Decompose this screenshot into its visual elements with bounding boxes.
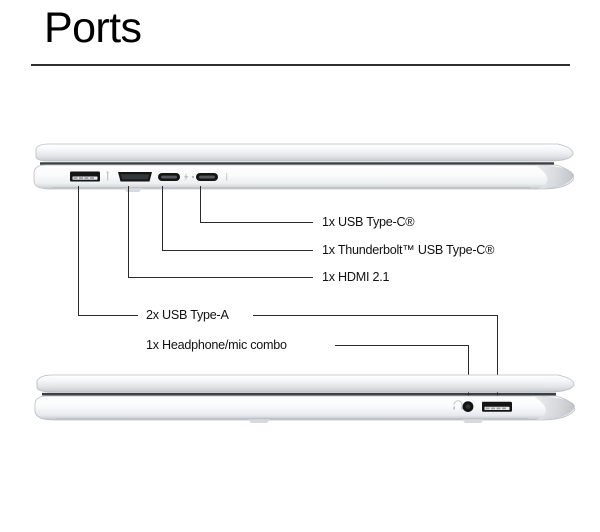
leader-line-usb-a-horizontal — [78, 315, 138, 316]
laptop-foot-right — [462, 419, 484, 423]
page-title: Ports — [44, 4, 142, 52]
callout-text-usb-a: 2x USB Type-A — [146, 308, 229, 322]
port-usb-type-a — [482, 401, 512, 412]
port-headphone-jack — [462, 401, 474, 412]
leader-line-thunderbolt-horizontal — [162, 250, 313, 251]
vent-tick — [226, 173, 228, 181]
laptop-lid — [36, 374, 575, 393]
laptop-foot — [124, 188, 142, 192]
leader-line-usb-a-vertical — [78, 186, 79, 315]
laptop-base — [34, 395, 575, 421]
laptop-hinge-cap — [533, 396, 575, 420]
leader-line-headphone-horizontal — [335, 345, 468, 346]
title-divider — [31, 64, 570, 66]
leader-line-hdmi-vertical — [128, 186, 129, 277]
callout-text-hdmi: 1x HDMI 2.1 — [322, 270, 390, 284]
leader-line-usb-a-right-horizontal — [253, 315, 497, 316]
port-usb-type-c-1 — [158, 173, 180, 181]
callout-label-headphone: 1x Headphone/mic combo — [146, 339, 287, 352]
callout-label-usb-a: 2x USB Type-A — [146, 309, 229, 322]
leader-line-thunderbolt-vertical — [162, 186, 163, 250]
laptop-base — [33, 164, 574, 190]
port-hdmi — [118, 172, 152, 182]
leader-line-usb-c-horizontal — [200, 222, 313, 223]
callout-label-hdmi: 1x HDMI 2.1 — [322, 270, 390, 284]
callout-text-thunderbolt: 1x Thunderbolt™ USB Type-C® — [322, 243, 495, 257]
port-usb-type-c-2 — [196, 173, 218, 181]
callout-text-usb-c: 1x USB Type-C® — [322, 215, 415, 229]
callout-label-thunderbolt: 1x Thunderbolt™ USB Type-C® — [322, 244, 494, 257]
laptop-foot-left — [248, 419, 270, 423]
callout-text-headphone: 1x Headphone/mic combo — [146, 338, 287, 352]
leader-line-usb-c-vertical — [200, 186, 201, 222]
callout-label-usb-c: 1x USB Type-C® — [322, 215, 415, 229]
laptop-side-view-left — [33, 143, 574, 192]
port-usb-type-a — [70, 171, 100, 182]
laptop-lid — [35, 143, 574, 162]
leader-line-usb-a-right-vertical — [497, 315, 498, 403]
thunderbolt-icon — [184, 173, 195, 181]
laptop-side-view-right — [34, 374, 575, 423]
usb-icon — [106, 171, 109, 181]
leader-line-hdmi-horizontal — [128, 277, 313, 278]
leader-line-headphone-vertical — [468, 345, 469, 403]
headphone-icon — [453, 400, 463, 410]
laptop-hinge-cap — [535, 165, 574, 189]
